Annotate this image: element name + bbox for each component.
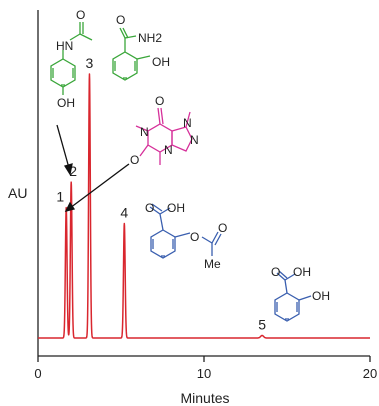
svg-text:N: N [164, 143, 173, 157]
arrow-caffeine-to-peak-1 [69, 163, 130, 209]
svg-text:O: O [218, 221, 227, 235]
svg-text:N: N [190, 133, 199, 147]
svg-text:OH: OH [167, 201, 185, 215]
svg-text:O: O [155, 94, 164, 108]
svg-text:O: O [271, 265, 280, 279]
x-axis-title: Minutes [180, 390, 229, 406]
arrow-acetaminophen-to-peak-2 [56, 124, 70, 169]
annotation-arrows [56, 124, 130, 212]
arrowhead-peak-2 [63, 163, 73, 176]
salicylic-acid-structure: O OH OH [271, 265, 330, 322]
svg-text:O: O [76, 8, 85, 22]
x-tick-label: 0 [34, 366, 41, 381]
svg-text:OH: OH [57, 96, 75, 110]
svg-text:O: O [190, 230, 199, 244]
y-axis-title: AU [8, 185, 27, 201]
peak-label-3: 3 [86, 55, 94, 71]
svg-text:N: N [183, 116, 192, 130]
peak-label-5: 5 [258, 316, 266, 332]
arrowhead-peak-1 [64, 201, 76, 212]
svg-text:NH2: NH2 [138, 31, 162, 45]
peak-label-1: 1 [56, 189, 64, 205]
chromatogram-trace [37, 73, 371, 339]
peak-label-2: 2 [69, 163, 77, 179]
x-ticks: 0 10 20 [34, 356, 377, 381]
aspirin-structure: O OH O O Me [145, 201, 227, 271]
x-tick-label: 20 [363, 366, 377, 381]
svg-text:O: O [130, 153, 139, 167]
svg-text:O: O [145, 201, 154, 215]
acetaminophen-structure: HN O OH [50, 8, 93, 110]
x-tick-label: 10 [197, 366, 211, 381]
peak-labels: 12 3 4 5 [56, 55, 266, 332]
svg-text:N: N [140, 125, 149, 139]
svg-text:OH: OH [312, 289, 330, 303]
peak-label-4: 4 [120, 205, 128, 221]
svg-text:HN: HN [56, 39, 73, 53]
svg-text:Me: Me [204, 257, 221, 271]
salicylamide-structure: O NH2 OH [112, 13, 170, 81]
svg-text:OH: OH [293, 265, 311, 279]
svg-text:OH: OH [152, 55, 170, 69]
svg-text:O: O [116, 13, 125, 27]
caffeine-structure: O N N N N O [130, 94, 199, 167]
